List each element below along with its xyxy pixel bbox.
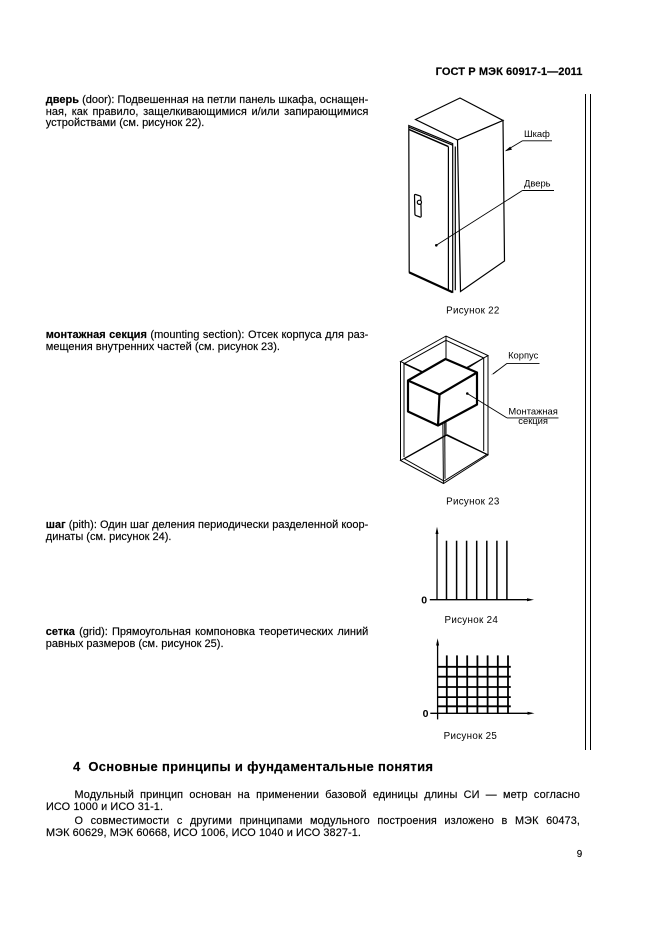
svg-text:0: 0 <box>421 595 427 607</box>
svg-text:Рисунок 22: Рисунок 22 <box>446 305 500 316</box>
svg-text:Рисунок 24: Рисунок 24 <box>445 615 499 626</box>
svg-text:0: 0 <box>423 708 429 720</box>
svg-text:Шкаф: Шкаф <box>524 128 550 139</box>
svg-text:Монтажная: Монтажная <box>508 405 557 416</box>
svg-text:Дверь: Дверь <box>524 178 551 189</box>
svg-text:Рисунок 25: Рисунок 25 <box>444 731 498 742</box>
svg-text:Корпус: Корпус <box>508 350 539 361</box>
svg-text:секция: секция <box>518 415 548 426</box>
svg-text:Рисунок 23: Рисунок 23 <box>446 497 500 508</box>
